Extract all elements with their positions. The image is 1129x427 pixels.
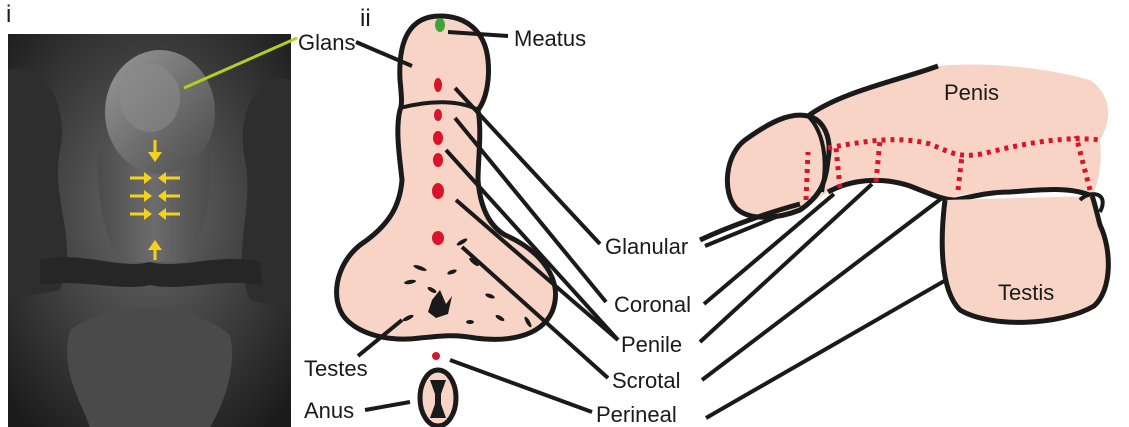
perineal-leader-left [450, 360, 592, 412]
ventral-outline [337, 16, 556, 339]
anus-label: Anus [304, 398, 354, 423]
coronal-dot [434, 109, 442, 121]
penile-dot-3 [432, 183, 444, 199]
anus-symbol [420, 370, 456, 426]
penile-label: Penile [621, 332, 682, 357]
scrotal-dot [432, 231, 444, 245]
testis-label: Testis [998, 280, 1054, 305]
testes-label: Testes [304, 356, 368, 381]
meatus-label: Meatus [514, 26, 586, 51]
sem-panel: i [6, 1, 297, 427]
panel-i-label: i [6, 1, 11, 28]
sem-glans-highlight [120, 64, 180, 132]
glanular-dot [434, 78, 442, 92]
glanular-label: Glanular [605, 234, 688, 259]
penile-dot-1 [433, 131, 443, 145]
penile-dot-2 [433, 153, 443, 167]
anus-leader [365, 402, 410, 410]
scrotal-label: Scrotal [612, 368, 680, 393]
meatus-dot [435, 18, 445, 32]
glans-label: Glans [298, 30, 355, 55]
ventral-schematic: ii [298, 5, 586, 426]
perineal-dot [432, 352, 440, 360]
lateral-glans [727, 115, 829, 217]
perineal-label: Perineal [596, 402, 677, 427]
coronal-label: Coronal [614, 292, 691, 317]
sem-lower-structure [67, 308, 232, 427]
penis-label: Penis [944, 80, 999, 105]
panel-ii-label: ii [360, 5, 371, 32]
